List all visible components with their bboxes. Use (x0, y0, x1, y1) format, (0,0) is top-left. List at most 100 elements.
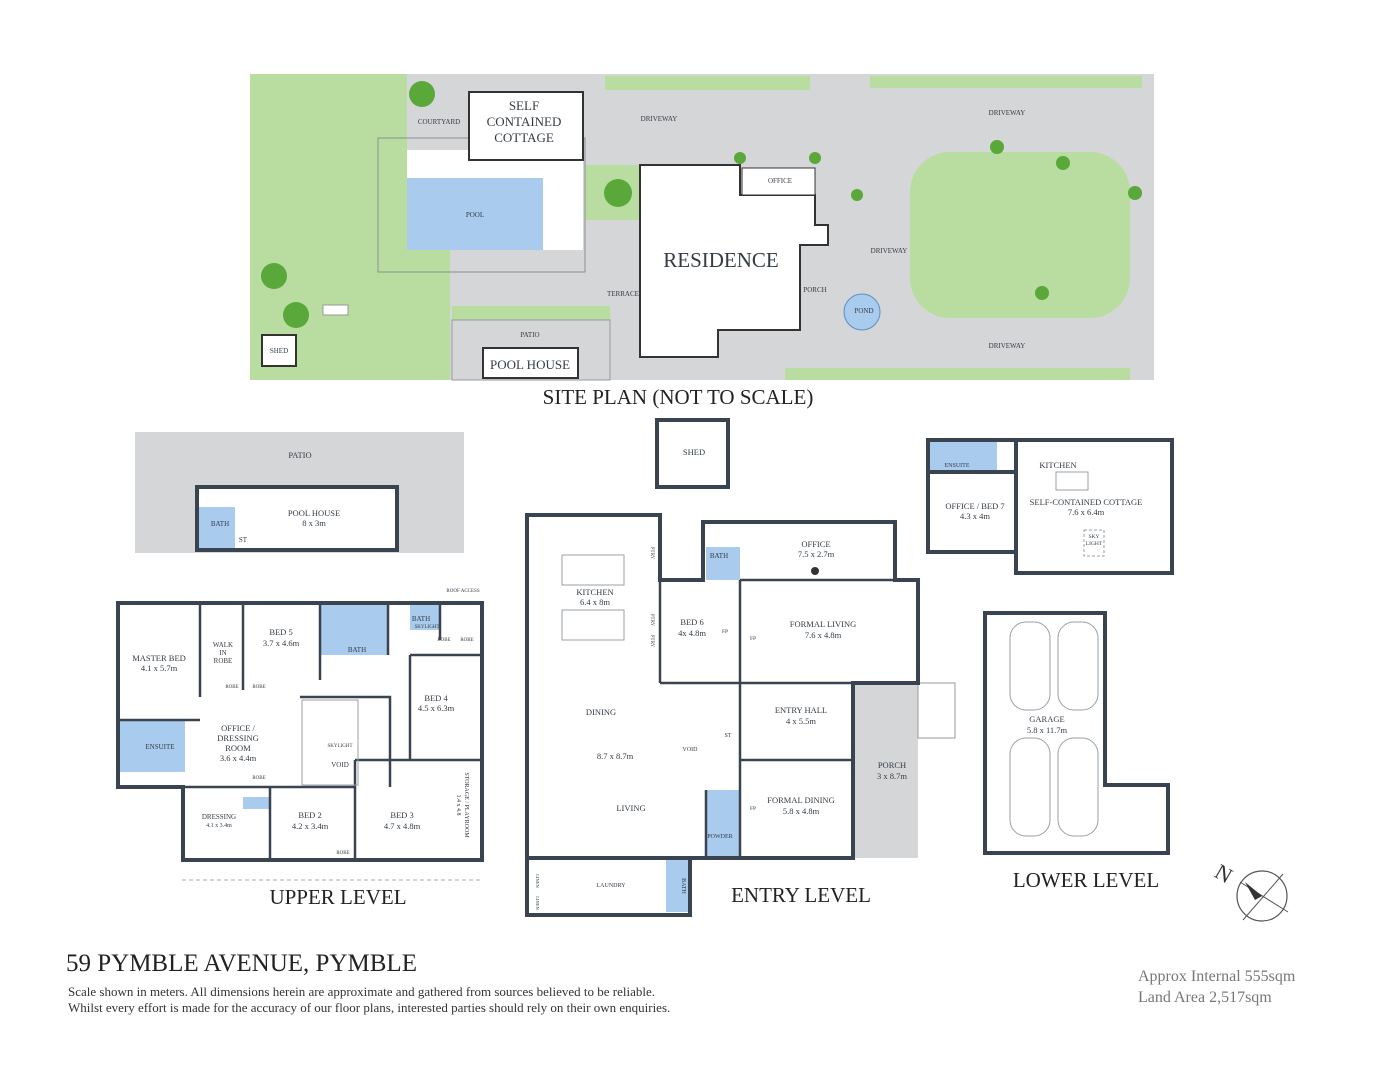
tree-icon (1035, 286, 1049, 300)
cottage-kitchen-label: KITCHEN (1039, 460, 1076, 470)
car-icon (1009, 737, 1051, 837)
cottage-walls (926, 438, 1174, 575)
tree-icon (409, 81, 435, 107)
porch-size: 3 x 8.7m (877, 771, 907, 781)
hedge-patio (452, 306, 610, 320)
site-pool-label: POOL (466, 211, 484, 219)
roof-access-label: ROOF ACCESS (446, 589, 479, 594)
formal-dining-size: 5.8 x 4.8m (783, 806, 820, 816)
cottage-ensuite-label: ENSUITE (945, 463, 970, 469)
cottage-skylight (1083, 529, 1105, 557)
linen-label: LINEN (535, 874, 540, 888)
upper-ensuite-label: ENSUITE (145, 743, 174, 751)
site-lawn-east (910, 152, 1130, 318)
office-column (811, 567, 819, 575)
kitchen-label: KITCHEN (576, 587, 613, 597)
lower-level-plan: ENSUITE KITCHEN OFFICE / BED 7 4.3 x 4m … (926, 438, 1174, 892)
pool-house-walls (195, 485, 399, 552)
site-residence (639, 164, 829, 358)
kitchen-island (561, 554, 625, 586)
upper-bath2-label: BATH (412, 615, 430, 623)
pool-house-bath (199, 507, 235, 550)
formal-living-size: 7.6 x 4.8m (805, 630, 842, 640)
tree-icon (1128, 186, 1142, 200)
dining-living-size: 8.7 x 8.7m (597, 751, 634, 761)
tree-icon (734, 152, 746, 164)
bed3-size: 4.7 x 4.8m (384, 821, 421, 831)
bed5-size: 3.7 x 4.6m (263, 638, 300, 648)
storage-playroom-size: 1.4 x 4.8 (455, 795, 461, 816)
disclaimer-line-2: Whilst every effort is made for the accu… (68, 1000, 671, 1015)
dressing-size: 4.1 x 3.4m (206, 823, 232, 829)
laundry-bath (666, 858, 690, 912)
entry-level-plan: KITCHEN 6.4 x 8m PTRY PTRY PTRY BATH OFF… (525, 513, 956, 917)
master-bed-size: 4.1 x 5.7m (141, 663, 178, 673)
robe-label: ROBE (252, 776, 265, 781)
site-pool-house (482, 347, 579, 379)
patio-label: PATIO (288, 450, 311, 460)
upper-level-plan: ROOF ACCESS MASTER BED 4.1 x 5.7m WALK I… (116, 589, 484, 909)
office-dressing-label-1: OFFICE / (221, 723, 255, 733)
garage-size: 5.8 x 11.7m (1027, 725, 1068, 735)
site-driveway-label: DRIVEWAY (989, 342, 1026, 350)
upper-internal-walls (118, 603, 482, 860)
garden-seat (322, 304, 349, 316)
fireplace-label: FP (750, 636, 756, 642)
tree-icon (283, 302, 309, 328)
office-bed7-size: 4.3 x 4m (960, 511, 990, 521)
car-icons (1009, 621, 1099, 837)
entry-void-label: VOID (683, 747, 699, 753)
site-driveway-label: DRIVEWAY (989, 109, 1026, 117)
office-dressing-label-2: DRESSING (217, 733, 259, 743)
lower-level-title: LOWER LEVEL (1013, 868, 1159, 892)
car-icon (1057, 737, 1099, 837)
upper-bath (320, 605, 388, 655)
tree-icon (1056, 156, 1070, 170)
site-cottage (468, 91, 584, 161)
master-bed-label: MASTER BED (132, 653, 186, 663)
kitchen-bench (561, 609, 625, 641)
bed4-size: 4.5 x 6.3m (418, 703, 455, 713)
bed5-label: BED 5 (269, 627, 292, 637)
formal-dining-label: FORMAL DINING (767, 795, 834, 805)
site-terrace-label: TERRACE (607, 290, 639, 298)
entry-internal-walls (658, 578, 895, 858)
cottage-size: 7.6 x 6.4m (1068, 507, 1105, 517)
robe-label: ROBE (252, 685, 265, 690)
garage-label: GARAGE (1029, 714, 1064, 724)
upper-skylight-label: SKYLIGHT (415, 625, 440, 630)
hedge-south (785, 368, 1130, 380)
site-pool-house-label: POOL HOUSE (490, 357, 570, 372)
porch-label: PORCH (878, 760, 906, 770)
pantry-label: PTRY (649, 547, 654, 560)
walk-in-robe-label-1: WALK (213, 641, 233, 649)
bed3-label: BED 3 (390, 810, 413, 820)
entry-hall-label: ENTRY HALL (775, 705, 827, 715)
north-label: N (1211, 859, 1237, 889)
bed6-label: BED 6 (680, 617, 703, 627)
office-label: OFFICE (801, 539, 830, 549)
site-cottage-label-3: COTTAGE (494, 130, 554, 145)
site-driveway-label: DRIVEWAY (871, 247, 908, 255)
site-office (741, 167, 816, 196)
north-arrow-icon: N (1211, 859, 1289, 922)
pool-house-plan: PATIO POOL HOUSE 8 x 3m BATH ST (135, 432, 464, 553)
cottage-label: SELF-CONTAINED COTTAGE (1030, 497, 1143, 507)
tree-icon (809, 152, 821, 164)
pantry-label: PTRY (649, 614, 654, 627)
entry-bath-label: BATH (710, 552, 728, 560)
site-courtyard-label: COURTYARD (418, 118, 460, 126)
office-bed7-label: OFFICE / BED 7 (945, 501, 1004, 511)
site-plan: SELF CONTAINED COTTAGE COURTYARD DRIVEWA… (250, 74, 1154, 409)
pantry-label: PTRY (649, 635, 654, 648)
cottage-island (1055, 471, 1089, 491)
porch-steps (917, 682, 956, 739)
pool-house-store-label: ST (239, 536, 248, 544)
upper-bath-label: BATH (348, 646, 366, 654)
walk-in-robe-label-2: IN (219, 649, 226, 657)
garage-walls (983, 611, 1170, 855)
pond (843, 293, 881, 331)
office-dressing-label-3: ROOM (225, 743, 251, 753)
pool-house-bath-label: BATH (211, 520, 229, 528)
office-size: 7.5 x 2.7m (798, 549, 835, 559)
